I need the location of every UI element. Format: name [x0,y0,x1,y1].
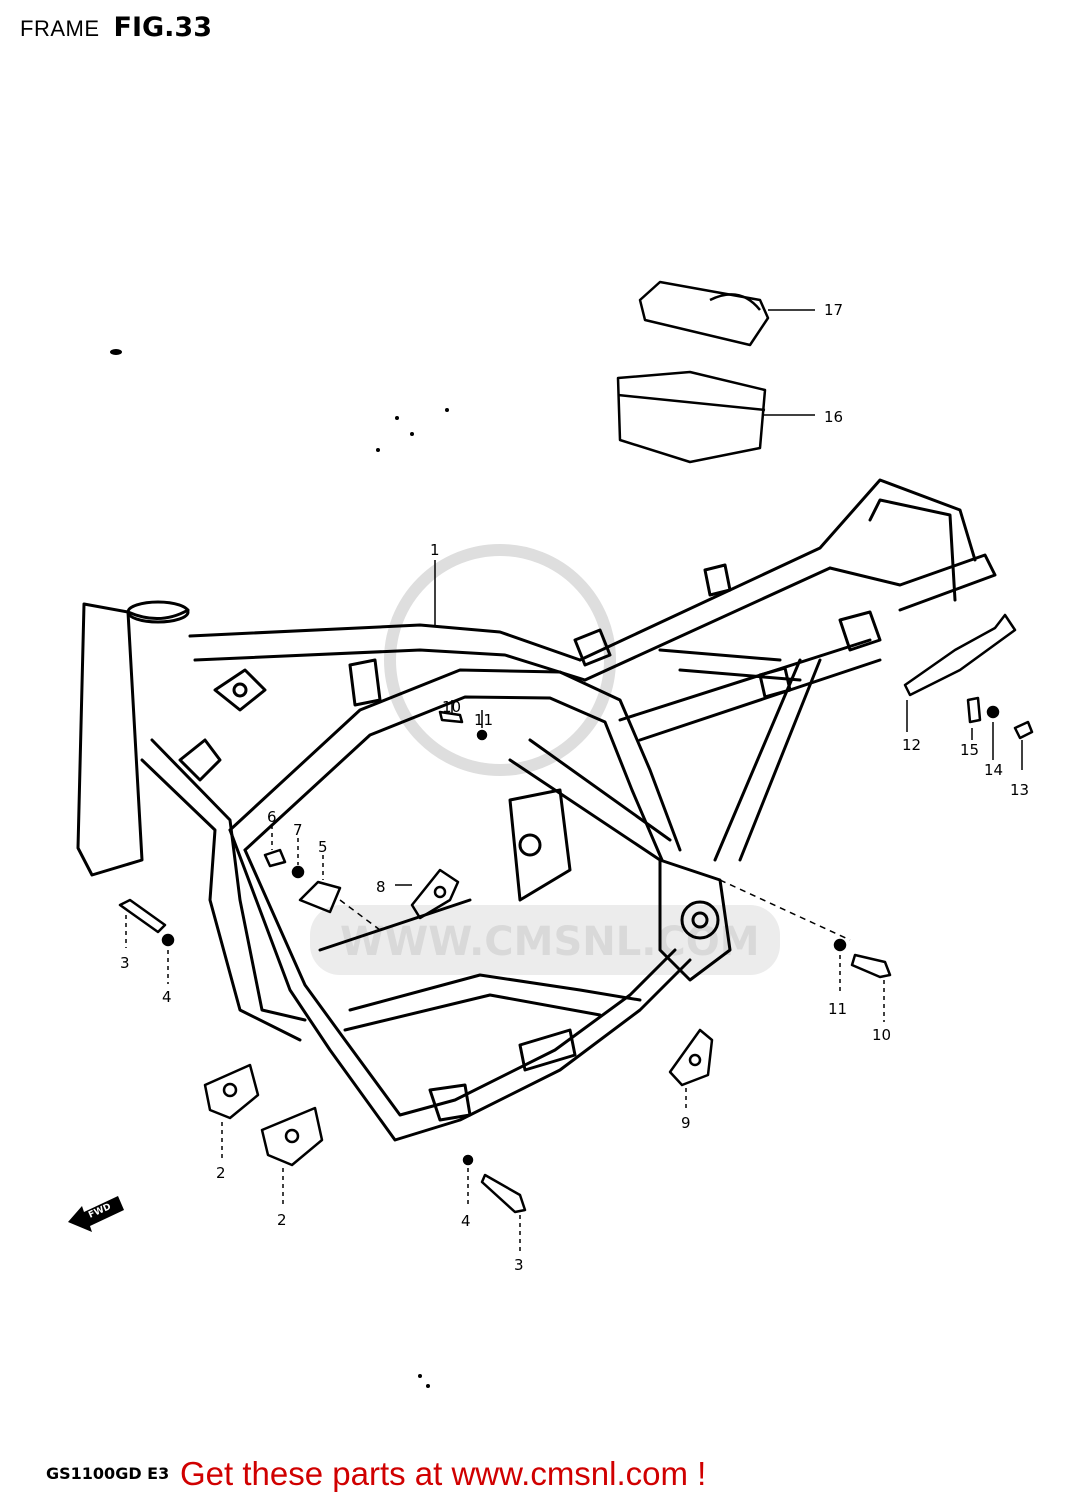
callout-2a: 2 [216,1164,226,1182]
callout-12: 12 [902,736,921,754]
leader-lines [125,309,1023,1255]
callout-11a: 11 [474,711,493,729]
frame-drawing [76,478,997,1142]
section-title: FRAME [20,16,100,41]
callout-1: 1 [430,541,440,559]
callout-14: 14 [984,761,1003,779]
callout-3a: 3 [120,954,130,972]
plate-9 [668,1028,714,1087]
callout-11b: 11 [828,1000,847,1018]
steering-head [76,602,144,877]
bracket-12 [903,613,1017,697]
plate-8 [410,868,460,920]
engine-mount-plate-2a [203,1063,260,1120]
watermark: WWW.CMSNL.COM [310,544,780,975]
callout-4a: 4 [162,988,172,1006]
callout-6: 6 [267,808,277,826]
tool-case-16 [616,370,767,464]
watermark-text: WWW.CMSNL.COM [340,919,760,965]
small-parts [118,280,1034,1214]
callout-17: 17 [824,301,843,319]
callout-7: 7 [293,821,303,839]
figure-number: FIG.33 [113,12,212,43]
watermark-banner [310,905,780,975]
callout-13: 13 [1010,781,1029,799]
engine-mount-plate-2b [260,1106,324,1167]
callout-8: 8 [376,878,386,896]
callout-10b: 10 [872,1026,891,1044]
promo-link[interactable]: Get these parts at www.cmsnl.com ! [180,1455,707,1492]
callout-16: 16 [824,408,843,426]
forward-arrow-icon: FWD [68,1196,124,1232]
page-header: FRAME FIG.33 [20,12,212,46]
callout-2b: 2 [277,1211,287,1229]
cover-17 [638,280,770,347]
watermark-logo-circle [384,544,616,776]
swingarm-pivot-plate [658,858,732,982]
callout-3b: 3 [514,1256,524,1274]
callout-9: 9 [681,1114,691,1132]
callout-4b: 4 [461,1212,471,1230]
callouts: 17 16 1 10 11 12 15 14 13 6 7 5 8 3 4 11… [120,301,1029,1274]
callout-5: 5 [318,838,328,856]
callout-15: 15 [960,741,979,759]
scan-specks [110,349,449,1388]
model-code: GS1100GD E3 [46,1464,170,1483]
plate-5 [298,880,342,914]
callout-10a: 10 [442,698,461,716]
